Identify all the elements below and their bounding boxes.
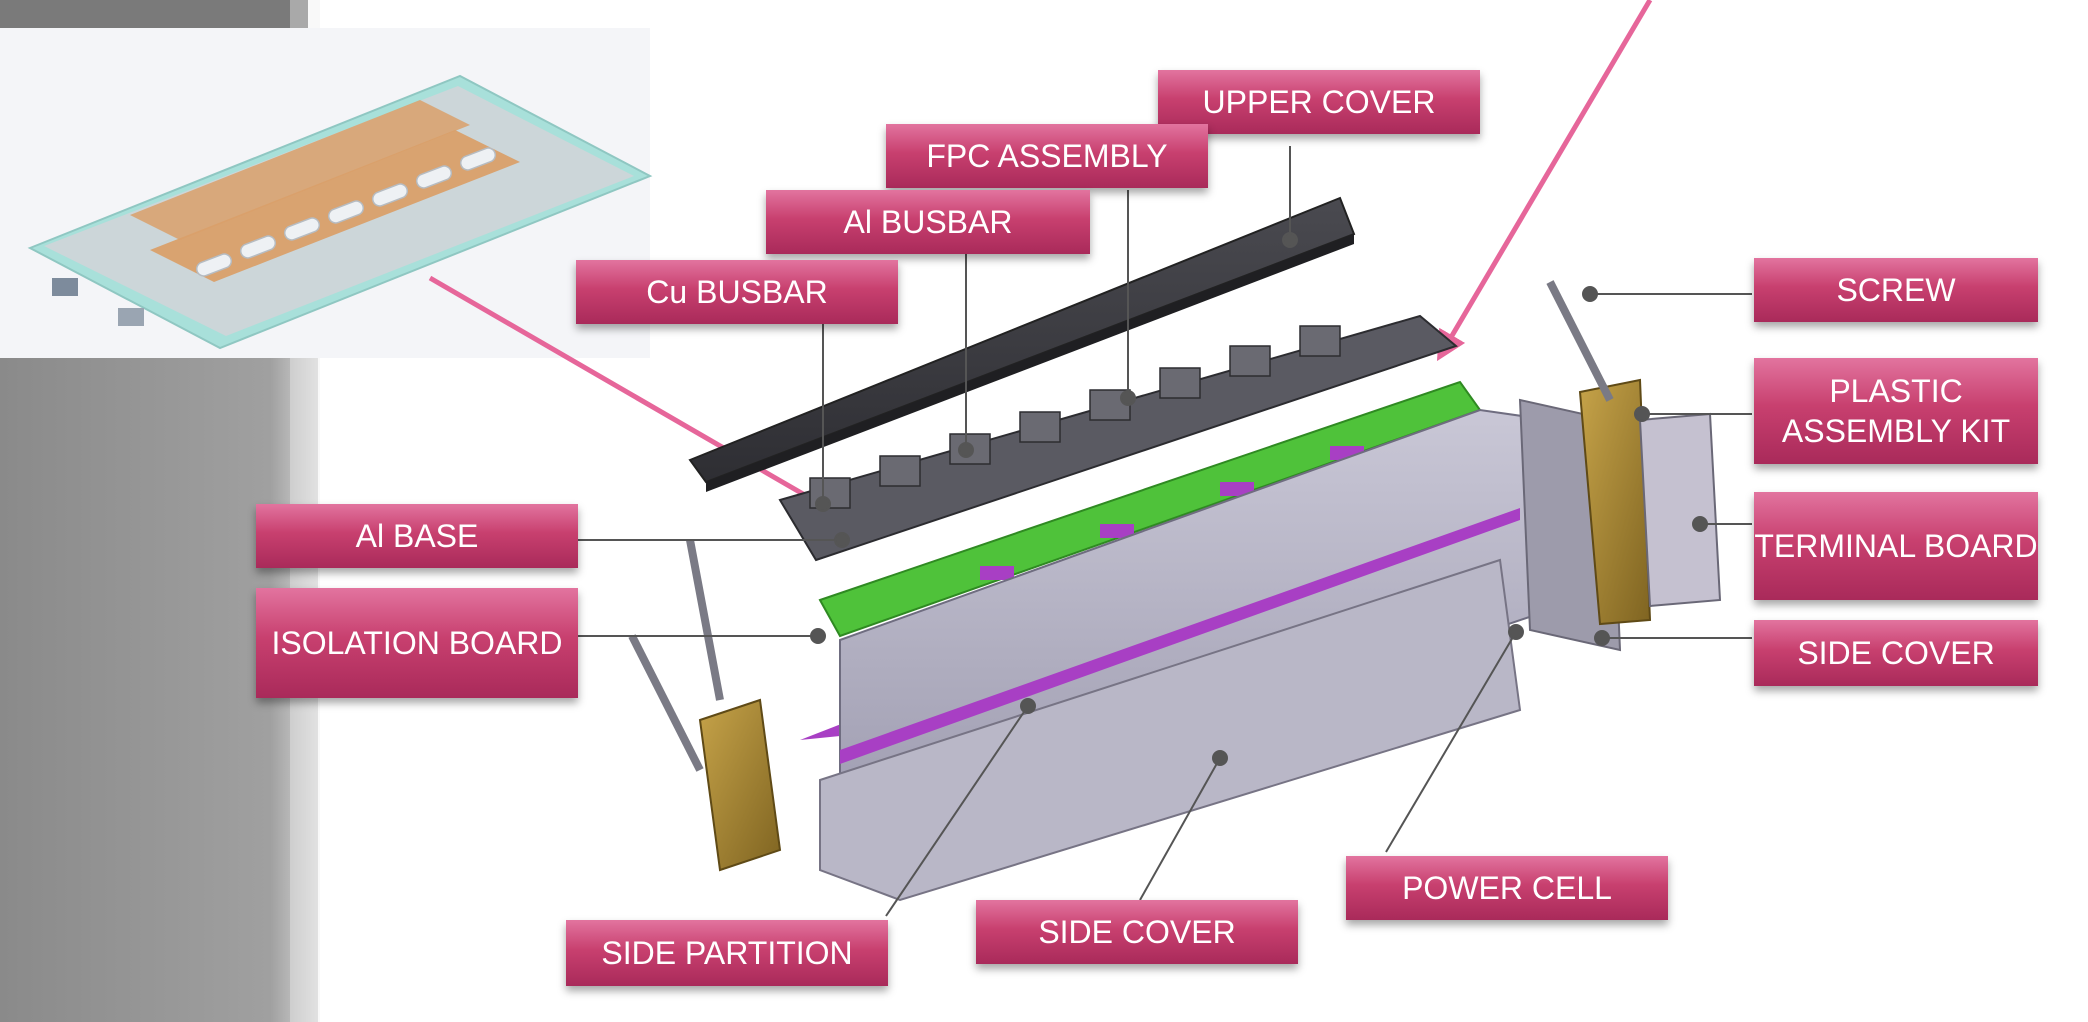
pointer-arrow-inset [428,275,854,524]
screw-left-2 [628,634,704,772]
label-al-base: Al BASE [256,504,578,568]
label-al-busbar: Al BUSBAR [766,190,1090,254]
label-isolation-board: ISOLATION BOARD [256,588,578,698]
label-power-cell: POWER CELL [1346,856,1668,920]
label-screw: SCREW [1754,258,2038,322]
upper-cover-edge [706,234,1354,492]
label-upper-cover: UPPER COVER [1158,70,1480,134]
busbar-tabs [809,325,1341,509]
label-side-cover-right: SIDE COVER [1754,620,2038,686]
label-fpc-assembly: FPC ASSEMBLY [886,124,1208,188]
inset-busbar-image [0,28,653,358]
green-frame-windows [980,446,1364,580]
terminal-board-shape [1578,378,1652,626]
label-terminal-board: TERMINAL BOARD [1754,492,2038,600]
side-cover-front-shape [819,558,1522,902]
label-side-partition: SIDE PARTITION [566,920,888,986]
plastic-kit-shape [1638,412,1722,608]
label-cu-busbar: Cu BUSBAR [576,260,898,324]
purple-strip-lower [840,508,1520,764]
label-side-cover-bottom: SIDE COVER [976,900,1298,964]
screw-left-1 [686,539,724,701]
label-plastic-assembly-kit: PLASTIC ASSEMBLY KIT [1754,358,2038,464]
pointer-arrow-top [1436,0,1653,362]
left-bracket-shape [698,698,782,872]
screw-right [1546,280,1614,402]
leader-lines [578,146,1752,917]
